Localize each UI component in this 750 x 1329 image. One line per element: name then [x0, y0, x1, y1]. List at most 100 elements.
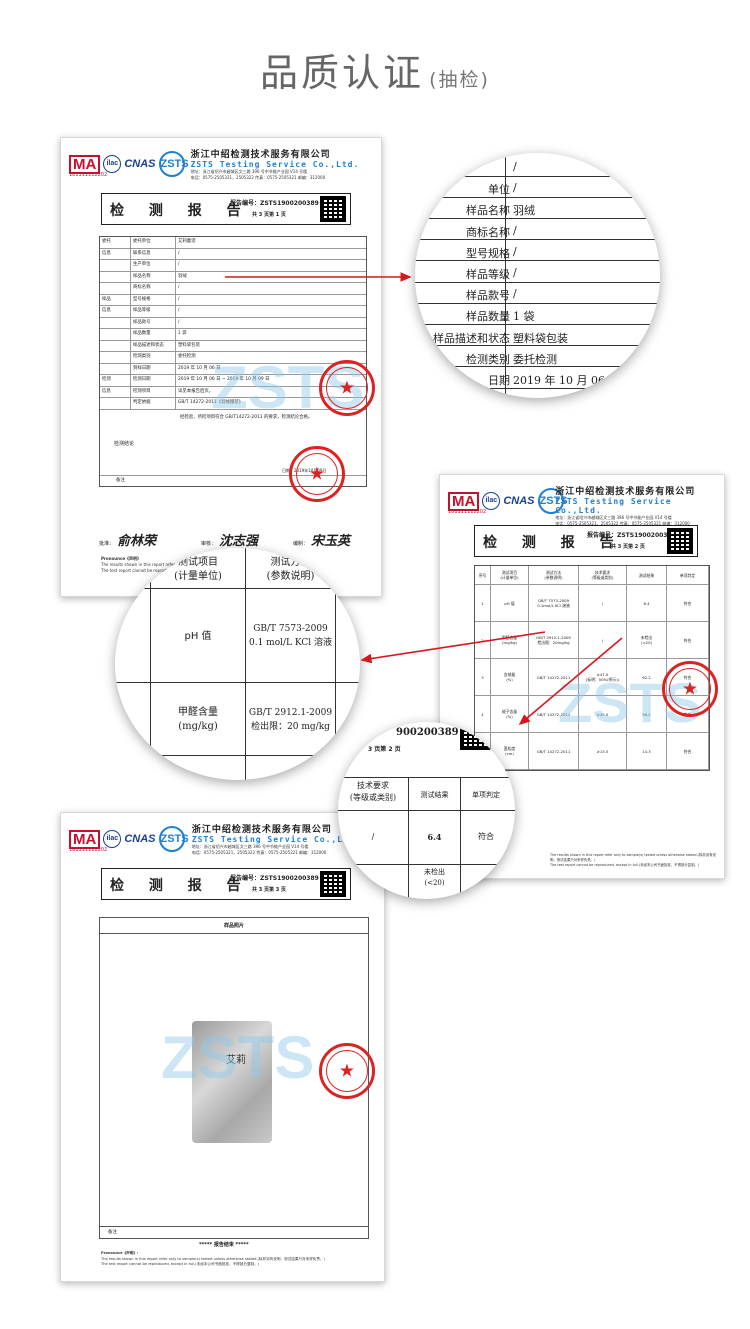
zoom-header-result: 测试结果	[420, 791, 449, 799]
red-seal-icon	[662, 661, 718, 717]
table-cell: GB/T 14272-2011	[529, 733, 579, 769]
row-group: 样品	[102, 296, 111, 302]
sample-bag-image: 艾莉	[192, 1021, 272, 1143]
row-key: 样品等级	[130, 306, 176, 317]
table-row: 5蓬松度 (cm)GB/T 14272-2011≥13.514.3符合	[475, 733, 709, 770]
zoom-row: 样品描述和状态塑料袋包装	[415, 327, 660, 347]
zoom-row: 样品款号/	[415, 284, 660, 304]
row-key: 样品描述和状态	[130, 340, 176, 351]
row-value: /	[178, 308, 180, 313]
zoom-row-value: 1 袋	[513, 310, 535, 324]
zoom-formaldehyde-method: GB/T 2912.1-2009 检出限：20 mg/kg	[248, 708, 333, 732]
conclusion-text: 经检验，所检项目符合 GB/T14272-2011 的要求，检测结论合格。	[180, 414, 313, 420]
remark-row: 备注	[116, 477, 125, 483]
cma-logo-icon: MA	[69, 154, 101, 174]
zsts-logo-icon: ZSTS	[158, 826, 189, 852]
zoom-row: 型号规格/	[415, 242, 660, 262]
report-title: 检 测 报 告	[110, 878, 251, 894]
table-header-row: 序号测试项目 (计量单位)测试方法 (参数说明)技术要求 (等级或类别)测试结果…	[475, 566, 709, 585]
zoom-row-key: 检测类别	[466, 352, 510, 366]
row-key: 联系信息	[130, 248, 176, 259]
page-title: 品质认证	[260, 51, 425, 95]
zoom-row-value: 塑料袋包装	[513, 331, 568, 345]
row-group	[100, 272, 130, 283]
info-row: 信息联系信息/	[100, 248, 366, 260]
table-cell: 2	[475, 622, 491, 658]
info-row: 生产单位/	[100, 260, 366, 272]
table-cell: 56.2	[627, 696, 667, 732]
row-value: /	[178, 250, 180, 256]
table-cell: ≥13.5	[579, 733, 627, 769]
zoom-formaldehyde-item: 甲醛含量 (mg/kg)	[178, 707, 218, 732]
zoom-row: 样品名称羽绒	[415, 199, 660, 219]
report-pages: 共 3 页第 2 页	[611, 544, 645, 550]
zoom-row-value: /	[513, 160, 517, 173]
table-cell: 符合	[667, 733, 709, 769]
table-cell: 1	[475, 585, 491, 621]
row-key: 检测类别	[130, 352, 176, 363]
row-value: 委托检测	[178, 354, 196, 359]
company-name-cn: 浙江中绍检测技术服务有限公司	[555, 487, 696, 497]
zoom-row: 商标名称/	[415, 221, 660, 241]
page-subtitle: (抽检)	[429, 69, 490, 91]
report-header: MA ilac CNAS ZSTS 181111112202 浙江中绍检测技术服…	[448, 484, 716, 526]
row-value: 1 袋	[178, 331, 187, 336]
editor-signature: 编制：宋玉英	[293, 534, 351, 549]
table-header-cell: 单项判定	[667, 566, 709, 584]
row-value: GB/T 14272-2011《羽绒服装》	[178, 400, 244, 405]
zoom-row: /	[415, 157, 660, 177]
row-group	[100, 398, 130, 409]
cnas-logo-icon: CNAS	[503, 495, 535, 507]
row-group	[100, 260, 130, 271]
table-cell: 符合	[667, 622, 709, 658]
zoom-circle-test-items: 测试项目 (计量单位) 测试方法 (参数说明) pH 值 GB/T 7573-2…	[115, 548, 360, 780]
table-cell: 14.3	[627, 733, 667, 769]
table-cell: 绒子含量 (%)	[491, 696, 529, 732]
table-cell: 未检出 (<20)	[627, 622, 667, 658]
table-cell: 4	[475, 696, 491, 732]
zoom-row-value: 2019 年 10 月 06 日	[513, 374, 620, 387]
zoom-report-number: 900200389	[396, 727, 459, 738]
zoom-result-value: 6.4	[427, 832, 442, 842]
report-page-1: MA ilac CNAS ZSTS 181111112202 浙江中绍检测技术服…	[60, 137, 382, 597]
zoom-row-value: 羽绒	[513, 204, 535, 218]
row-group	[100, 318, 130, 329]
zoom-row-key: 商标名称	[466, 225, 510, 239]
row-key: 商标名称	[130, 283, 176, 294]
company-address: 地址：浙江省绍兴市越城区文三路 396 号中节能产业园 V14 号楼	[191, 844, 309, 849]
conclusion-label: 检测结论	[114, 440, 135, 447]
report-number: 报告编号：ZSTS1900200389	[230, 200, 319, 207]
info-row: 检测类别委托检测	[100, 352, 366, 364]
company-name-en: ZSTS Testing Service Co.,Ltd.	[555, 497, 672, 515]
zoom-row-key: 型号规格	[466, 246, 510, 260]
row-key: 样品名称	[130, 271, 176, 282]
red-seal-icon	[289, 446, 345, 502]
report-title-bar: 检 测 报 告 报告编号：ZSTS1900200389 共 3 页第 1 页	[101, 193, 351, 225]
zoom-row-value: 委托检测	[513, 352, 557, 366]
row-key: 到样日期	[130, 363, 176, 374]
row-group: 委托	[102, 239, 111, 244]
report-title-bar: 检 测 报 告 报告编号：ZSTS1900200389 共 3 页第 3 页	[101, 868, 351, 900]
cma-logo-icon: MA	[69, 829, 101, 849]
zoom-result-value-2: 未检出 (<20)	[424, 868, 445, 887]
company-name-en: ZSTS Testing Service Co.,Ltd.	[190, 160, 360, 169]
table-cell: pH 值	[491, 585, 529, 621]
table-cell: 含绒量 (%)	[491, 659, 529, 695]
row-key: 判定依据	[130, 398, 176, 409]
table-cell: /	[579, 622, 627, 658]
cert-logos: MA ilac CNAS ZSTS	[69, 151, 189, 177]
info-row: 样品款号/	[100, 317, 366, 329]
zoom-row-key: 样品等级	[466, 268, 510, 281]
qr-code-icon	[320, 871, 346, 897]
zoom-row: 样品等级/	[415, 263, 660, 283]
table-cell: 蓬松度 (cm)	[491, 733, 529, 769]
company-tel: 电话：0575-2505321，2505322 传真：0575-2505321 …	[555, 521, 690, 526]
table-cell: /	[579, 585, 627, 621]
zoom-ph-item: pH 值	[184, 631, 212, 642]
